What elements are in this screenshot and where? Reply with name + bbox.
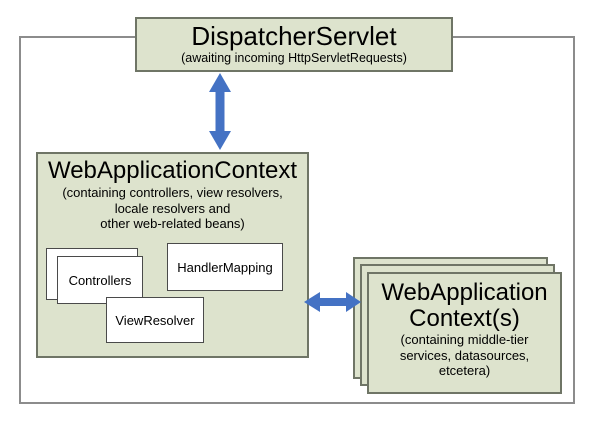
middle-tier-context-subtitle-line-3: etcetera) xyxy=(438,363,491,378)
dispatcher-servlet-subtitle: (awaiting incoming HttpServletRequests) xyxy=(181,51,407,65)
handler-mapping-label: HandlerMapping xyxy=(177,259,273,275)
controllers-label: Controllers xyxy=(68,272,132,288)
middle-tier-context-title-line-2: Context(s) xyxy=(409,305,520,332)
middle-tier-context-subtitle-line-1: (containing middle-tier xyxy=(400,332,529,347)
view-resolver-label: ViewResolver xyxy=(115,312,195,328)
middle-tier-context-box: WebApplication Context(s) (containing mi… xyxy=(367,272,562,394)
web-application-context-subtitle-line-3: other web-related beans) xyxy=(100,216,245,231)
web-application-context-subtitle-line-2: locale resolvers and xyxy=(114,200,231,216)
handler-mapping-box: HandlerMapping xyxy=(167,243,283,291)
web-application-context-title: WebApplicationContext xyxy=(47,157,298,184)
view-resolver-box: ViewResolver xyxy=(106,297,204,343)
dispatcher-servlet-title: DispatcherServlet xyxy=(191,21,397,51)
middle-tier-context-title-line-1: WebApplication xyxy=(381,279,548,306)
web-application-context-box: WebApplicationContext (containing contro… xyxy=(36,152,309,358)
dispatcher-servlet-box: DispatcherServlet (awaiting incoming Htt… xyxy=(135,17,453,72)
controllers-box: Controllers xyxy=(57,256,143,304)
middle-tier-context-subtitle-line-2: services, datasources, xyxy=(399,347,530,363)
web-application-context-subtitle-line-1: (containing controllers, view resolvers, xyxy=(62,185,283,200)
